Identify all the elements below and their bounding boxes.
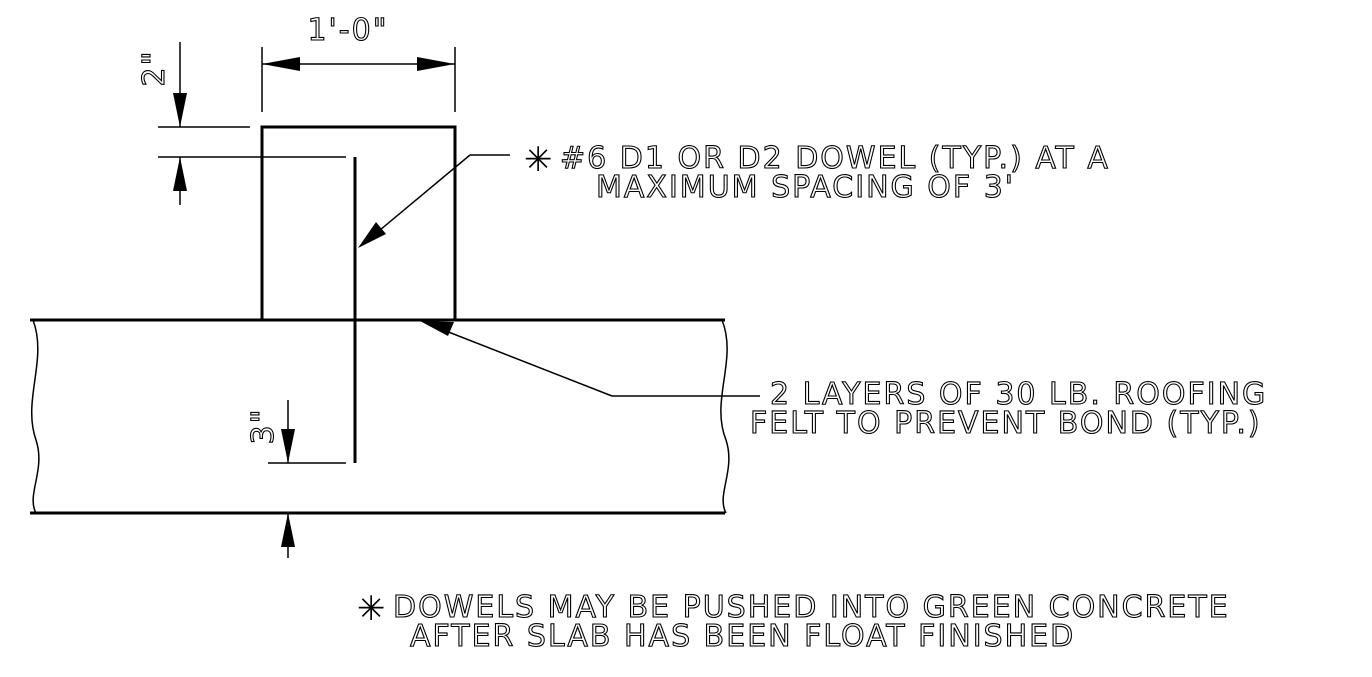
width-dimension: 1'-0": [261, 12, 456, 112]
footnote-asterisk: ✳: [357, 589, 386, 629]
felt-leader-arrow: [420, 321, 454, 336]
width-dimension-label: 1'-0": [307, 13, 388, 48]
dowel-note-line1: #6 D1 OR D2 DOWEL (TYP.) AT A: [560, 141, 1110, 176]
dowel-leader: [358, 154, 510, 248]
bottom-cover-label: 3": [246, 408, 281, 445]
slab-break-right: [720, 319, 730, 514]
bottom-cover-arrow-up: [281, 513, 295, 547]
footnote-line2: AFTER SLAB HAS BEEN FLOAT FINISHED: [410, 619, 1075, 654]
felt-note-line2: FELT TO PREVENT BOND (TYP.): [750, 406, 1262, 441]
dowel-note-asterisk: ✳: [524, 140, 553, 180]
bottom-cover-arrow-down: [281, 429, 295, 463]
dowel-leader-arrow: [358, 222, 386, 248]
dim-arrow-left: [262, 57, 300, 71]
top-cover-label: 2": [137, 50, 172, 87]
top-cover-arrow-down: [173, 93, 187, 127]
felt-note-line1: 2 LAYERS OF 30 LB. ROOFING: [770, 377, 1267, 412]
top-cover-dimension: 2": [136, 42, 346, 205]
top-cover-arrow-up: [173, 157, 187, 191]
bottom-cover-dimension: 3": [245, 400, 346, 558]
slab-break-left: [30, 319, 40, 514]
dowel-note-line2: MAXIMUM SPACING OF 3': [596, 170, 1015, 205]
slab: [30, 318, 730, 515]
curb-block: [260, 125, 457, 322]
dim-arrow-right: [417, 57, 455, 71]
footnote-line1: DOWELS MAY BE PUSHED INTO GREEN CONCRETE: [393, 590, 1230, 625]
felt-leader: [420, 321, 760, 397]
